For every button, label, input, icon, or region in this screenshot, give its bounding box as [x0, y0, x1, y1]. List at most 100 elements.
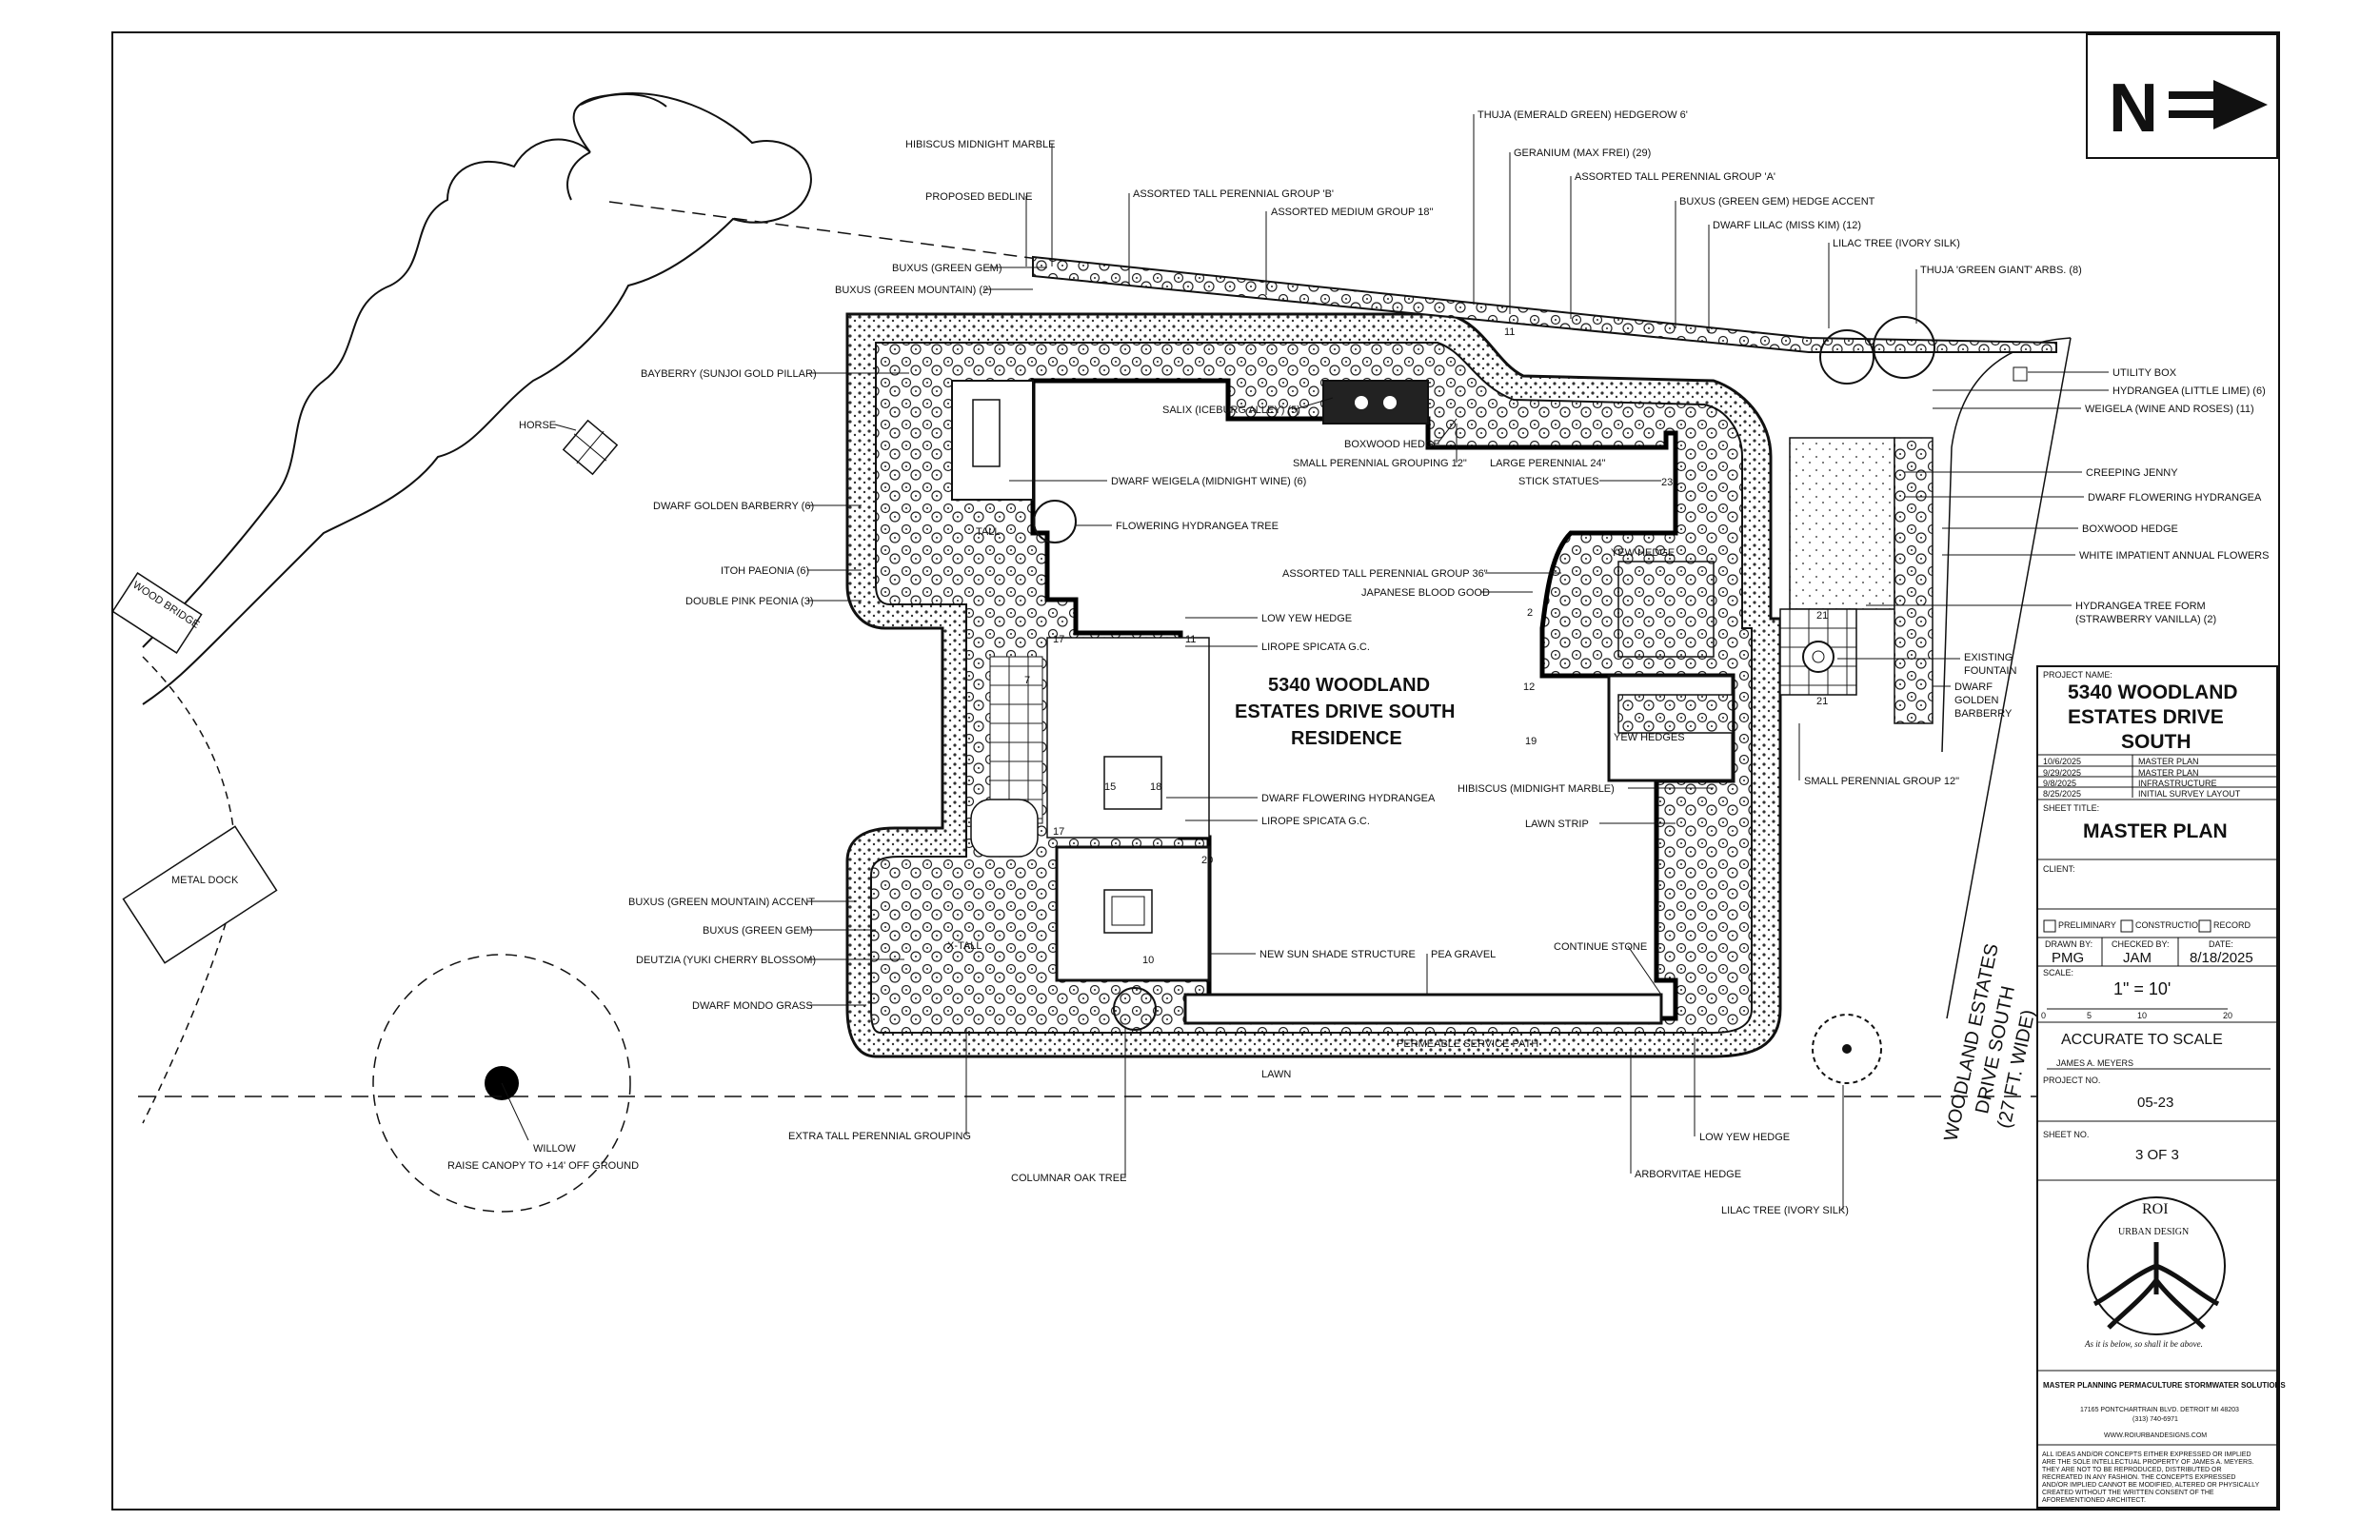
tag-17-bottom: 17 [1053, 826, 1064, 838]
label-utility-box: UTILITY BOX [2112, 367, 2177, 379]
label-sun-shade: NEW SUN SHADE STRUCTURE [1259, 949, 1416, 960]
tb-status-preliminary: PRELIMINARY [2058, 920, 2116, 930]
tb-scale-label: SCALE: [2043, 968, 2073, 977]
tb-disclaimer-3: THEY ARE NOT TO BE REPRODUCED, DISTRIBUT… [2042, 1467, 2222, 1473]
house-footprint [951, 378, 1735, 1025]
roi-logo: ROI URBAN DESIGN As it is below, so shal… [2084, 1196, 2226, 1349]
label-japanese-blood-good: JAPANESE BLOOD GOOD [1361, 587, 1490, 599]
residence-line-3: RESIDENCE [1291, 728, 1402, 749]
label-bayberry: BAYBERRY (SUNJOI GOLD PILLAR) [641, 368, 817, 380]
tb-scale-tick-5: 5 [2087, 1011, 2092, 1020]
tb-disclaimer-4: RECREATED IN ANY FASHION. THE CONCEPTS E… [2042, 1474, 2235, 1481]
label-buxus-mountain-2: BUXUS (GREEN MOUNTAIN) (2) [835, 285, 992, 296]
label-x-tall: X-TALL [947, 940, 982, 952]
label-hibiscus: HIBISCUS MIDNIGHT MARBLE [905, 139, 1056, 150]
label-buxus-gem-top: BUXUS (GREEN GEM) [892, 263, 1002, 274]
label-dwarf-barberry-r1: DWARF [1954, 681, 1993, 693]
tb-project-line-1: 5340 WOODLAND [2068, 681, 2238, 703]
label-assorted-tall-b: ASSORTED TALL PERENNIAL GROUP 'B' [1133, 188, 1334, 200]
label-bedline: PROPOSED BEDLINE [925, 191, 1032, 203]
tb-status-record: RECORD [2213, 920, 2251, 930]
tb-disclaimer-1: ALL IDEAS AND/OR CONCEPTS EITHER EXPRESS… [2042, 1451, 2251, 1458]
label-lawn-strip: LAWN STRIP [1525, 819, 1589, 830]
label-lilac-bottom: LILAC TREE (IVORY SILK) [1721, 1205, 1849, 1216]
tb-project-line-3: SOUTH [2121, 731, 2192, 753]
tb-disclaimer-2: ARE THE SOLE INTELLECTUAL PROPERTY OF JA… [2042, 1459, 2254, 1466]
label-salix: SALIX (ICEBURG ALLEY) (5) [1162, 405, 1300, 416]
label-dwarf-barberry-r2: GOLDEN [1954, 695, 1999, 706]
label-geranium: GERANIUM (MAX FREI) (29) [1514, 148, 1651, 159]
north-arrow-letter: N [2109, 70, 2158, 147]
label-weigela-wine: WEIGELA (WINE AND ROSES) (11) [2085, 404, 2254, 415]
label-lirope-bottom: LIROPE SPICATA G.C. [1261, 816, 1370, 827]
title-block: PROJECT NAME: 5340 WOODLAND ESTATES DRIV… [2036, 665, 2286, 1509]
horse-label: HORSE [519, 420, 556, 431]
tb-accurate: ACCURATE TO SCALE [2061, 1032, 2223, 1048]
label-lilac-top: LILAC TREE (IVORY SILK) [1833, 238, 1960, 249]
tag-10: 10 [1142, 955, 1154, 966]
label-large-perennial: LARGE PERENNIAL 24" [1490, 458, 1606, 469]
label-dwarf-barberry-r3: BARBERRY [1954, 708, 2013, 720]
tb-rev-4-desc: INITIAL SURVEY LAYOUT [2138, 789, 2241, 799]
label-yew-hedge: YEW HEDGE [1611, 547, 1675, 559]
tag-20: 20 [1201, 855, 1213, 866]
tb-drawn-by-label: DRAWN BY: [2045, 939, 2092, 949]
label-dwarf-weigela: DWARF WEIGELA (MIDNIGHT WINE) (6) [1111, 476, 1306, 487]
label-extra-tall: EXTRA TALL PERENNIAL GROUPING [788, 1131, 971, 1142]
tag-21-bottom: 21 [1816, 696, 1828, 707]
street-label: WOODLAND ESTATES DRIVE SOUTH (27 FT. WID… [1940, 942, 2039, 1143]
tb-sheet-no: 3 OF 3 [2135, 1147, 2179, 1163]
label-assorted-medium: ASSORTED MEDIUM GROUP 18" [1271, 207, 1433, 218]
label-buxus-hedge-accent: BUXUS (GREEN GEM) HEDGE ACCENT [1679, 196, 1875, 207]
label-low-yew-hedge-center: LOW YEW HEDGE [1261, 613, 1352, 624]
tb-rev-1-desc: MASTER PLAN [2138, 757, 2199, 766]
residence-line-2: ESTATES DRIVE SOUTH [1235, 701, 1456, 722]
label-arborvitae: ARBORVITAE HEDGE [1635, 1169, 1741, 1180]
tag-18: 18 [1150, 781, 1161, 793]
tag-11-top: 11 [1504, 326, 1515, 338]
tb-phone: (313) 740-6971 [2132, 1416, 2178, 1423]
tb-scale-tick-20: 20 [2223, 1011, 2232, 1020]
tb-drawn-by: PMG [2052, 950, 2084, 966]
label-tall: TALL [976, 526, 1000, 538]
tb-rev-2-date: 9/29/2025 [2043, 768, 2081, 778]
tb-scale: 1" = 10' [2113, 979, 2171, 998]
top-labels: ASSORTED TALL PERENNIAL GROUP 'B' ASSORT… [1128, 109, 2082, 333]
label-pea-gravel: PEA GRAVEL [1431, 949, 1496, 960]
label-creeping-jenny: CREEPING JENNY [2086, 467, 2178, 479]
tb-rev-1-date: 10/6/2025 [2043, 757, 2081, 766]
label-barberry-6: DWARF GOLDEN BARBERRY (6) [653, 501, 814, 512]
specimen-trees [1033, 316, 1935, 1084]
label-assorted-tall-36: ASSORTED TALL PERENNIAL GROUP 36" [1282, 568, 1488, 580]
right-labels: UTILITY BOX HYDRANGEA (LITTLE LIME) (6) … [1798, 367, 2269, 787]
fountain-plaza [1779, 366, 2028, 724]
tb-project-line-2: ESTATES DRIVE [2068, 706, 2224, 728]
label-buxus-mountain-accent: BUXUS (GREEN MOUNTAIN) ACCENT [628, 897, 815, 908]
left-labels: HIBISCUS MIDNIGHT MARBLE PROPOSED BEDLIN… [628, 139, 1538, 1184]
tb-project-no-label: PROJECT NO. [2043, 1076, 2100, 1085]
tb-disclaimer-6: CREATED WITHOUT THE WRITTEN CONSENT OF T… [2042, 1490, 2214, 1496]
wood-bridge: WOOD BRIDGE [111, 572, 203, 654]
plan-number-tags: 11 11 21 21 23 7 15 18 17 17 20 10 12 19… [1024, 326, 1828, 966]
logo-urban-design: URBAN DESIGN [2118, 1227, 2189, 1237]
label-strawberry-vanilla: (STRAWBERRY VANILLA) (2) [2075, 614, 2216, 625]
label-lirope-top: LIROPE SPICATA G.C. [1261, 642, 1370, 653]
label-fountain: FOUNTAIN [1964, 665, 2016, 677]
logo-roi: ROI [2142, 1201, 2169, 1217]
tb-rev-4-date: 8/25/2025 [2043, 789, 2081, 799]
tag-23: 23 [1661, 477, 1673, 488]
tag-15: 15 [1104, 781, 1116, 793]
tag-2: 2 [1527, 607, 1533, 619]
label-white-impatient: WHITE IMPATIENT ANNUAL FLOWERS [2079, 550, 2269, 562]
label-mondo: DWARF MONDO GRASS [692, 1000, 813, 1012]
label-existing: EXISTING [1964, 652, 2013, 663]
tb-rev-2-desc: MASTER PLAN [2138, 768, 2199, 778]
raise-canopy-label: RAISE CANOPY TO +14' OFF GROUND [447, 1160, 639, 1172]
sheet-border [111, 31, 2280, 1510]
label-columnar-oak: COLUMNAR OAK TREE [1011, 1173, 1126, 1184]
metal-dock-label: METAL DOCK [171, 875, 239, 886]
label-continue-stone: CONTINUE STONE [1554, 941, 1647, 953]
label-yew-hedges: YEW HEDGES [1614, 732, 1685, 743]
street-edge [1946, 337, 2072, 1019]
